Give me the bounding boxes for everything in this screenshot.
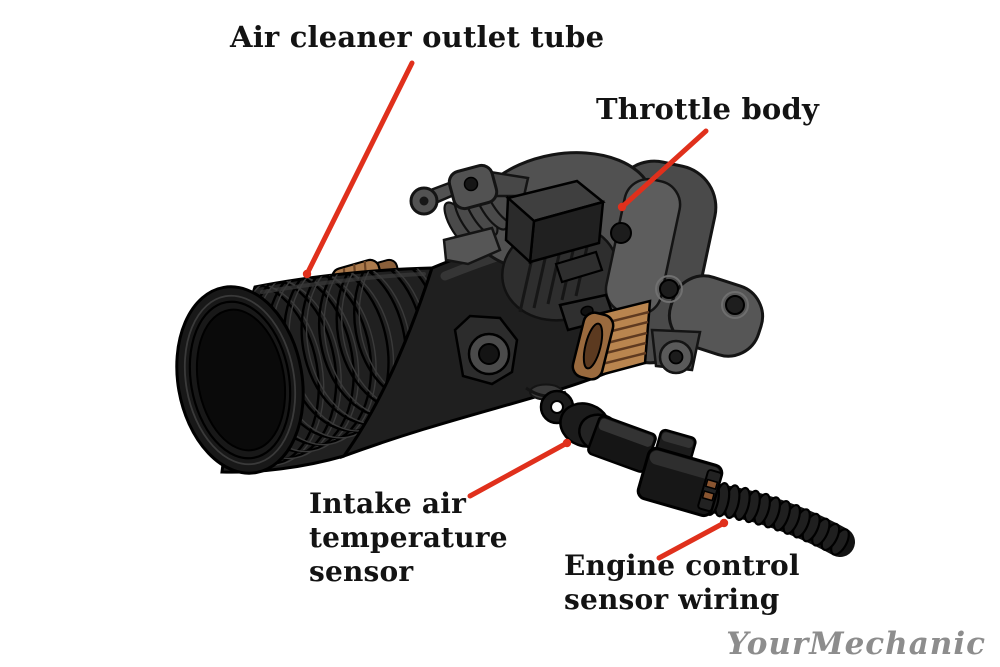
tube-port-boss (453, 314, 519, 386)
leader-lines (302, 60, 729, 561)
leader-dot-air-cleaner-outlet-tube (302, 269, 312, 279)
watermark-yourmechanic: YourMechanic (726, 626, 986, 662)
label-engine-control-sensor-wiring: Engine control sensor wiring (564, 549, 800, 616)
label-intake-air-temperature-sensor: Intake air temperature sensor (309, 487, 508, 588)
throttle-body-part (409, 151, 765, 401)
leader-dot-engine-control-sensor-wiring (719, 518, 729, 528)
leader-dot-intake-air-temperature-sensor (562, 438, 572, 448)
throttle-copper-connector (558, 293, 652, 381)
leader-dot-throttle-body (617, 202, 627, 212)
throttle-bracket (409, 163, 530, 216)
engine-control-sensor-wiring-part (636, 428, 855, 557)
intake-air-temperature-sensor-part (539, 389, 657, 473)
leader-line-engine-control-sensor-wiring (656, 520, 727, 561)
leader-line-air-cleaner-outlet-tube (304, 60, 415, 277)
wiring-connector (636, 428, 724, 518)
wiring-rib-rings (703, 480, 850, 556)
leader-line-intake-air-temperature-sensor (467, 440, 570, 499)
label-throttle-body: Throttle body (596, 92, 819, 126)
label-air-cleaner-outlet-tube: Air cleaner outlet tube (230, 20, 605, 54)
throttle-sensor-block (504, 179, 606, 284)
leader-line-throttle-body (619, 128, 709, 210)
tube-mouth (175, 285, 305, 475)
